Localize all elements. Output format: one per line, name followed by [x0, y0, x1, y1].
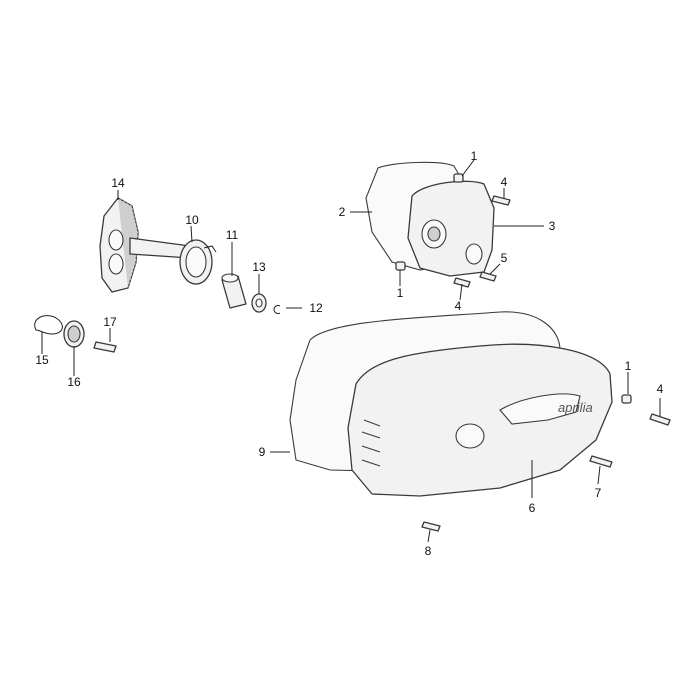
callout-13: 13	[252, 260, 266, 274]
callout-8: 8	[425, 544, 432, 558]
callout-16: 16	[67, 375, 81, 389]
screw-8	[421, 521, 441, 532]
kickstart-gear-sector	[99, 197, 195, 293]
callout-15: 15	[35, 353, 49, 367]
leader-lines	[41, 159, 661, 543]
dowel-pin-top	[453, 173, 464, 183]
callout-4-top: 4	[501, 175, 508, 189]
callout-3: 3	[549, 219, 556, 233]
pin	[93, 341, 117, 353]
callout-11: 11	[226, 228, 239, 242]
callout-1-lower: 1	[397, 286, 404, 300]
callout-2: 2	[339, 205, 346, 219]
dowel-pin-lower	[395, 261, 406, 271]
callout-1-right: 1	[625, 359, 632, 373]
callout-5: 5	[501, 251, 508, 265]
brand-logo-text: aprilia	[558, 400, 593, 415]
callout-6: 6	[529, 501, 536, 515]
washer	[251, 293, 267, 313]
callout-4-right: 4	[657, 382, 664, 396]
screw-4-right	[649, 413, 671, 426]
spring-clip	[34, 315, 63, 335]
circlip	[273, 305, 281, 314]
callout-4-middle: 4	[455, 299, 462, 313]
dowel-pin-right	[621, 394, 632, 404]
callout-12: 12	[309, 301, 323, 315]
kickstart-spring	[179, 239, 217, 285]
crankcase-left-cover	[347, 343, 613, 497]
starter-pinion	[63, 320, 85, 348]
screw-5	[479, 271, 497, 282]
callout-14: 14	[111, 176, 125, 190]
callout-7: 7	[595, 486, 602, 500]
screw-7	[589, 455, 613, 468]
bushing	[221, 273, 247, 309]
screw-4-top	[491, 195, 511, 206]
screw-4-middle	[453, 277, 471, 288]
gearbox-cover	[407, 180, 495, 277]
callout-1-top: 1	[471, 149, 478, 163]
callout-9: 9	[259, 445, 266, 459]
callout-10: 10	[185, 213, 199, 227]
callout-17: 17	[103, 315, 117, 329]
